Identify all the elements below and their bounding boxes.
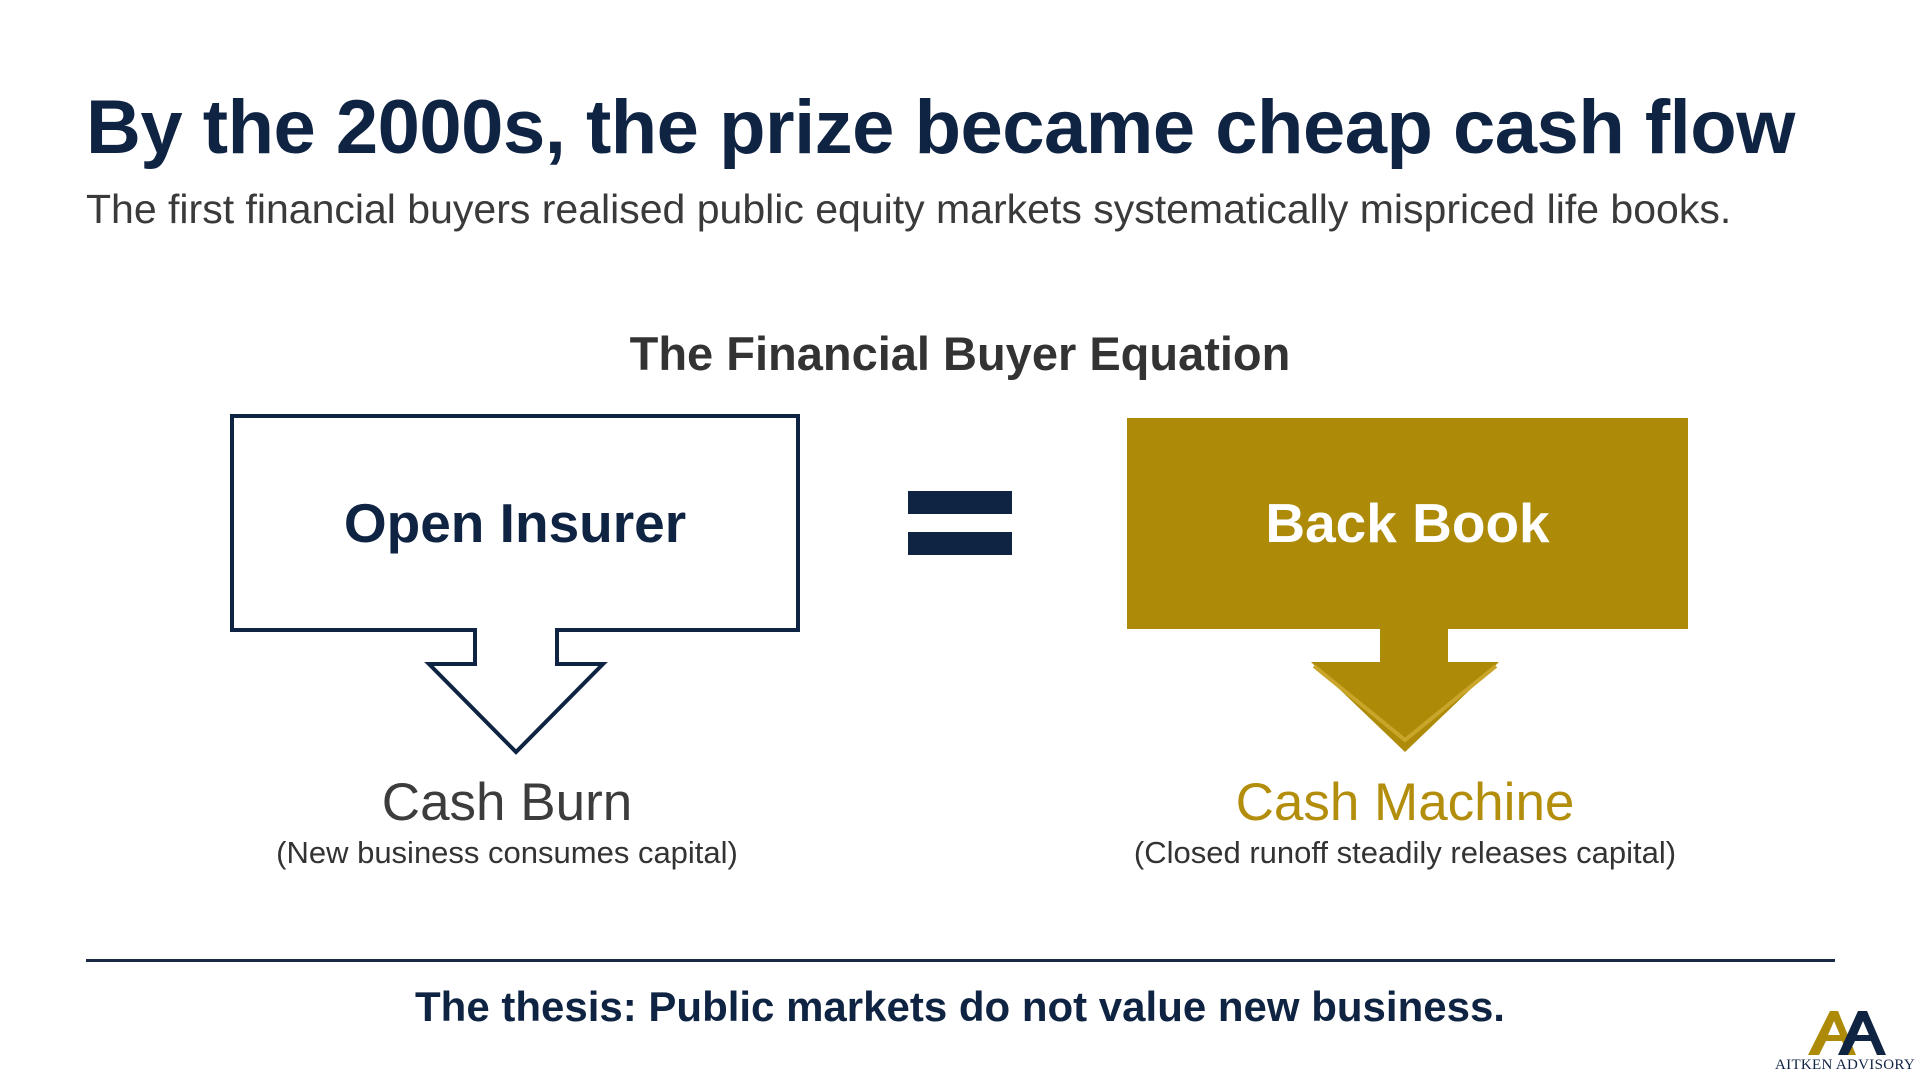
equals-bar-bottom: [908, 532, 1012, 555]
back-book-arrow-head: [1311, 662, 1499, 752]
cash-burn-label: Cash Burn: [381, 773, 633, 832]
back-book-arrow-chevron: [1312, 664, 1498, 743]
back-book-label: Back Book: [1265, 492, 1550, 554]
back-book-arrow-shaft: [1380, 628, 1448, 664]
equation-heading: The Financial Buyer Equation: [629, 327, 1291, 380]
logo-wordmark: AITKEN ADVISORY: [1775, 1057, 1915, 1073]
cash-machine-caption: (Closed runoff steadily releases capital…: [1133, 835, 1677, 870]
open-insurer-label: Open Insurer: [343, 492, 687, 554]
aitken-advisory-logo-icon: [1808, 1011, 1886, 1055]
back-book-box: [1127, 418, 1688, 629]
cash-machine-label: Cash Machine: [1235, 773, 1575, 832]
equals-bar-top: [908, 491, 1012, 514]
cash-burn-caption: (New business consumes capital): [276, 835, 738, 870]
thesis-statement: The thesis: Public markets do not value …: [415, 983, 1505, 1030]
slide-subtitle: The first financial buyers realised publ…: [86, 186, 1732, 232]
divider-rule: [86, 959, 1835, 962]
open-insurer-callout: [230, 414, 800, 755]
slide-title: By the 2000s, the prize became cheap cas…: [86, 85, 1795, 170]
